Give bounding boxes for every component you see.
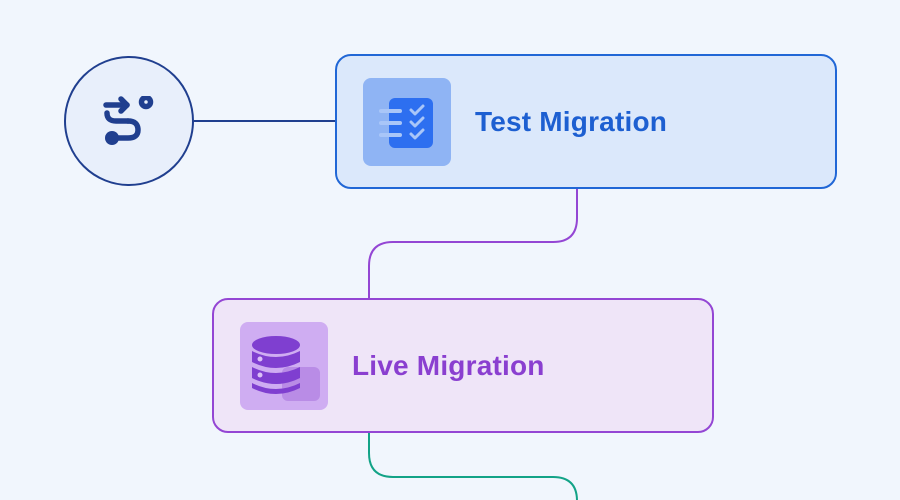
step-card-test-migration[interactable]: Test Migration bbox=[335, 54, 837, 189]
checklist-icon-tile bbox=[363, 77, 451, 166]
step-label: Test Migration bbox=[475, 105, 668, 137]
route-icon bbox=[103, 96, 154, 145]
step-card-live-migration[interactable]: Live Migration bbox=[212, 298, 714, 433]
start-node[interactable] bbox=[64, 56, 194, 186]
database-icon-tile bbox=[240, 321, 328, 410]
connector-live-to-next bbox=[368, 433, 578, 500]
step-label: Live Migration bbox=[352, 349, 545, 381]
database-icon bbox=[252, 335, 320, 401]
connector-test-to-live bbox=[368, 189, 578, 298]
checklist-icon bbox=[379, 97, 433, 148]
